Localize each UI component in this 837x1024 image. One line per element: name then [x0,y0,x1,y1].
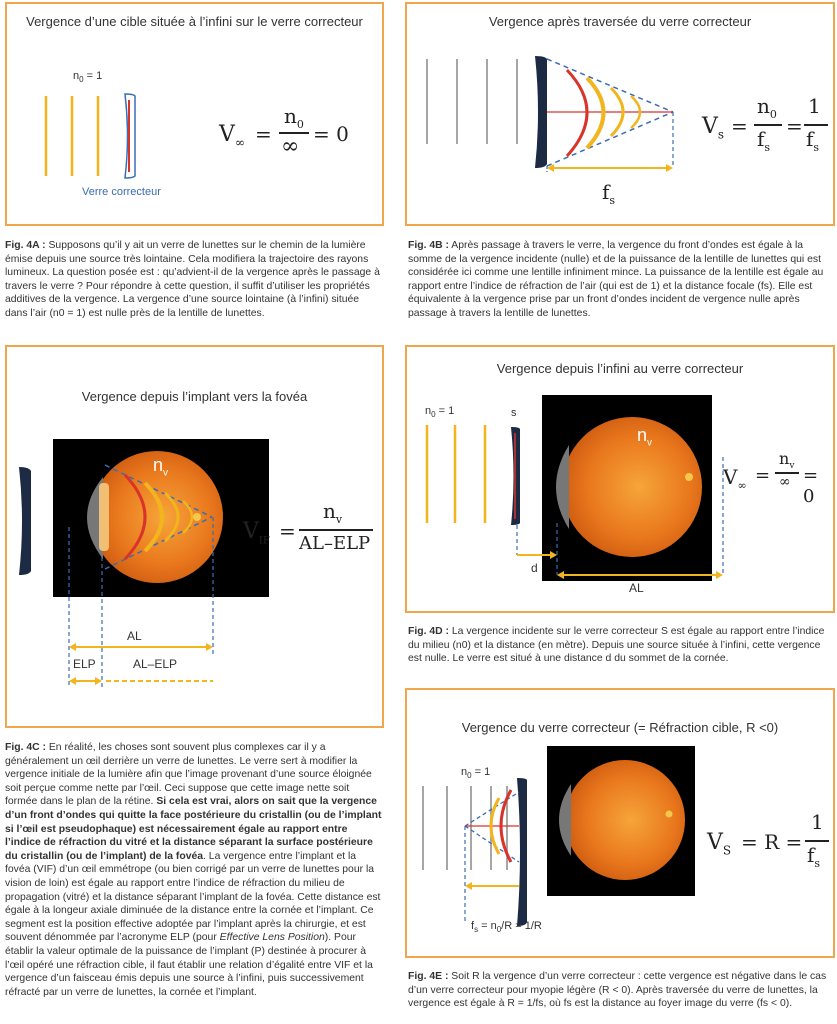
n0-label: n0 = 1 [461,766,491,781]
nv-label: nv [153,455,169,479]
n0-label: n0 = 1 [73,70,103,85]
caption-4a: Fig. 4A : Supposons qu’il y ait un verre… [5,240,380,319]
front-yellow-1 [143,481,164,553]
corrective-lens-dark [535,56,547,168]
corrective-lens-dark [517,778,527,926]
caption-4b: Fig. 4B : Après passage à travers le ver… [408,240,824,319]
fovea-spot [665,810,673,818]
caption-4e: Fig. 4E : Soit R la vergence d’un verre … [408,971,827,1010]
panel-4d-title: Vergence depuis l’infini au verre correc… [496,361,744,376]
al-label: AL [629,581,644,595]
panel-4b-title: Vergence après traversée du verre correc… [488,14,752,29]
lens-label: Verre correcteur [82,186,161,198]
converging-front-4 [630,95,642,129]
elp-label: ELP [73,657,96,671]
front-yellow-3 [182,500,194,534]
cone-top [464,791,520,827]
formula-4a: V∞ = n0 ∞ = 0 [219,104,349,159]
panel-4c: Vergence depuis l’implant vers la fovéa [5,345,384,728]
formula-4d: V∞ = nv ∞ = 0 [723,449,819,507]
formula-4c: VIF = nv AL–ELP [243,497,378,567]
formula-4b: Vs = n0 fs = 1 fs [702,92,832,162]
cone-top [546,58,674,113]
converging-front-3 [609,86,625,138]
fs-relation-label: fs = n0/R = 1/R [471,920,542,935]
panel-4e-title: Vergence du verre correcteur (= Réfracti… [461,720,779,735]
panel-4d-diagram [425,395,724,581]
cornea [556,445,569,529]
diverging-front-2 [499,789,513,863]
panel-4d: Vergence depuis l’infini au verre correc… [405,345,835,613]
converging-front-1 [565,68,589,158]
fovea-spot [193,513,201,521]
fovea-spot [685,473,693,481]
caption-4d: Fig. 4D : La vergence incidente sur le v… [408,626,825,665]
cone-top [104,464,213,518]
panel-4e-diagram [422,746,695,926]
panel-4a: Vergence d’une cible située à l’infini s… [5,2,384,226]
cone-bottom [464,825,520,863]
d-label: d [531,561,538,575]
spectacle-lens [19,467,31,575]
caption-4c: Fig. 4C : En réalité, les choses sont so… [5,742,382,998]
converging-front-2 [585,76,606,150]
cornea [559,784,571,856]
eyeball [565,760,685,880]
panel-4a-diagram [44,93,136,179]
eyeball [91,451,223,583]
implant [99,483,109,551]
n0-label: n0 = 1 [425,405,455,420]
panel-4c-title: Vergence depuis l’implant vers la fovéa [81,389,308,404]
cone-bottom [104,516,213,570]
front-yellow-2 [163,491,180,543]
panel-4c-diagram [19,439,269,687]
nv-label: nv [637,425,653,449]
panel-4b-diagram [426,56,674,172]
al-elp-label: AL–ELP [133,657,178,671]
front-red [123,473,147,561]
eyeball [562,417,702,557]
diverging-front-1 [489,797,501,855]
panel-4e: Vergence du verre correcteur (= Réfracti… [405,688,835,958]
fs-label: fs [602,180,616,207]
formula-4e: VS = R = 1 fs [707,808,832,878]
al-label: AL [127,629,142,643]
panel-4b: Vergence après traversée du verre correc… [405,2,835,226]
panel-4a-title: Vergence d’une cible située à l’infini s… [26,14,363,29]
s-label: s [511,407,517,419]
cone-bottom [546,111,674,167]
